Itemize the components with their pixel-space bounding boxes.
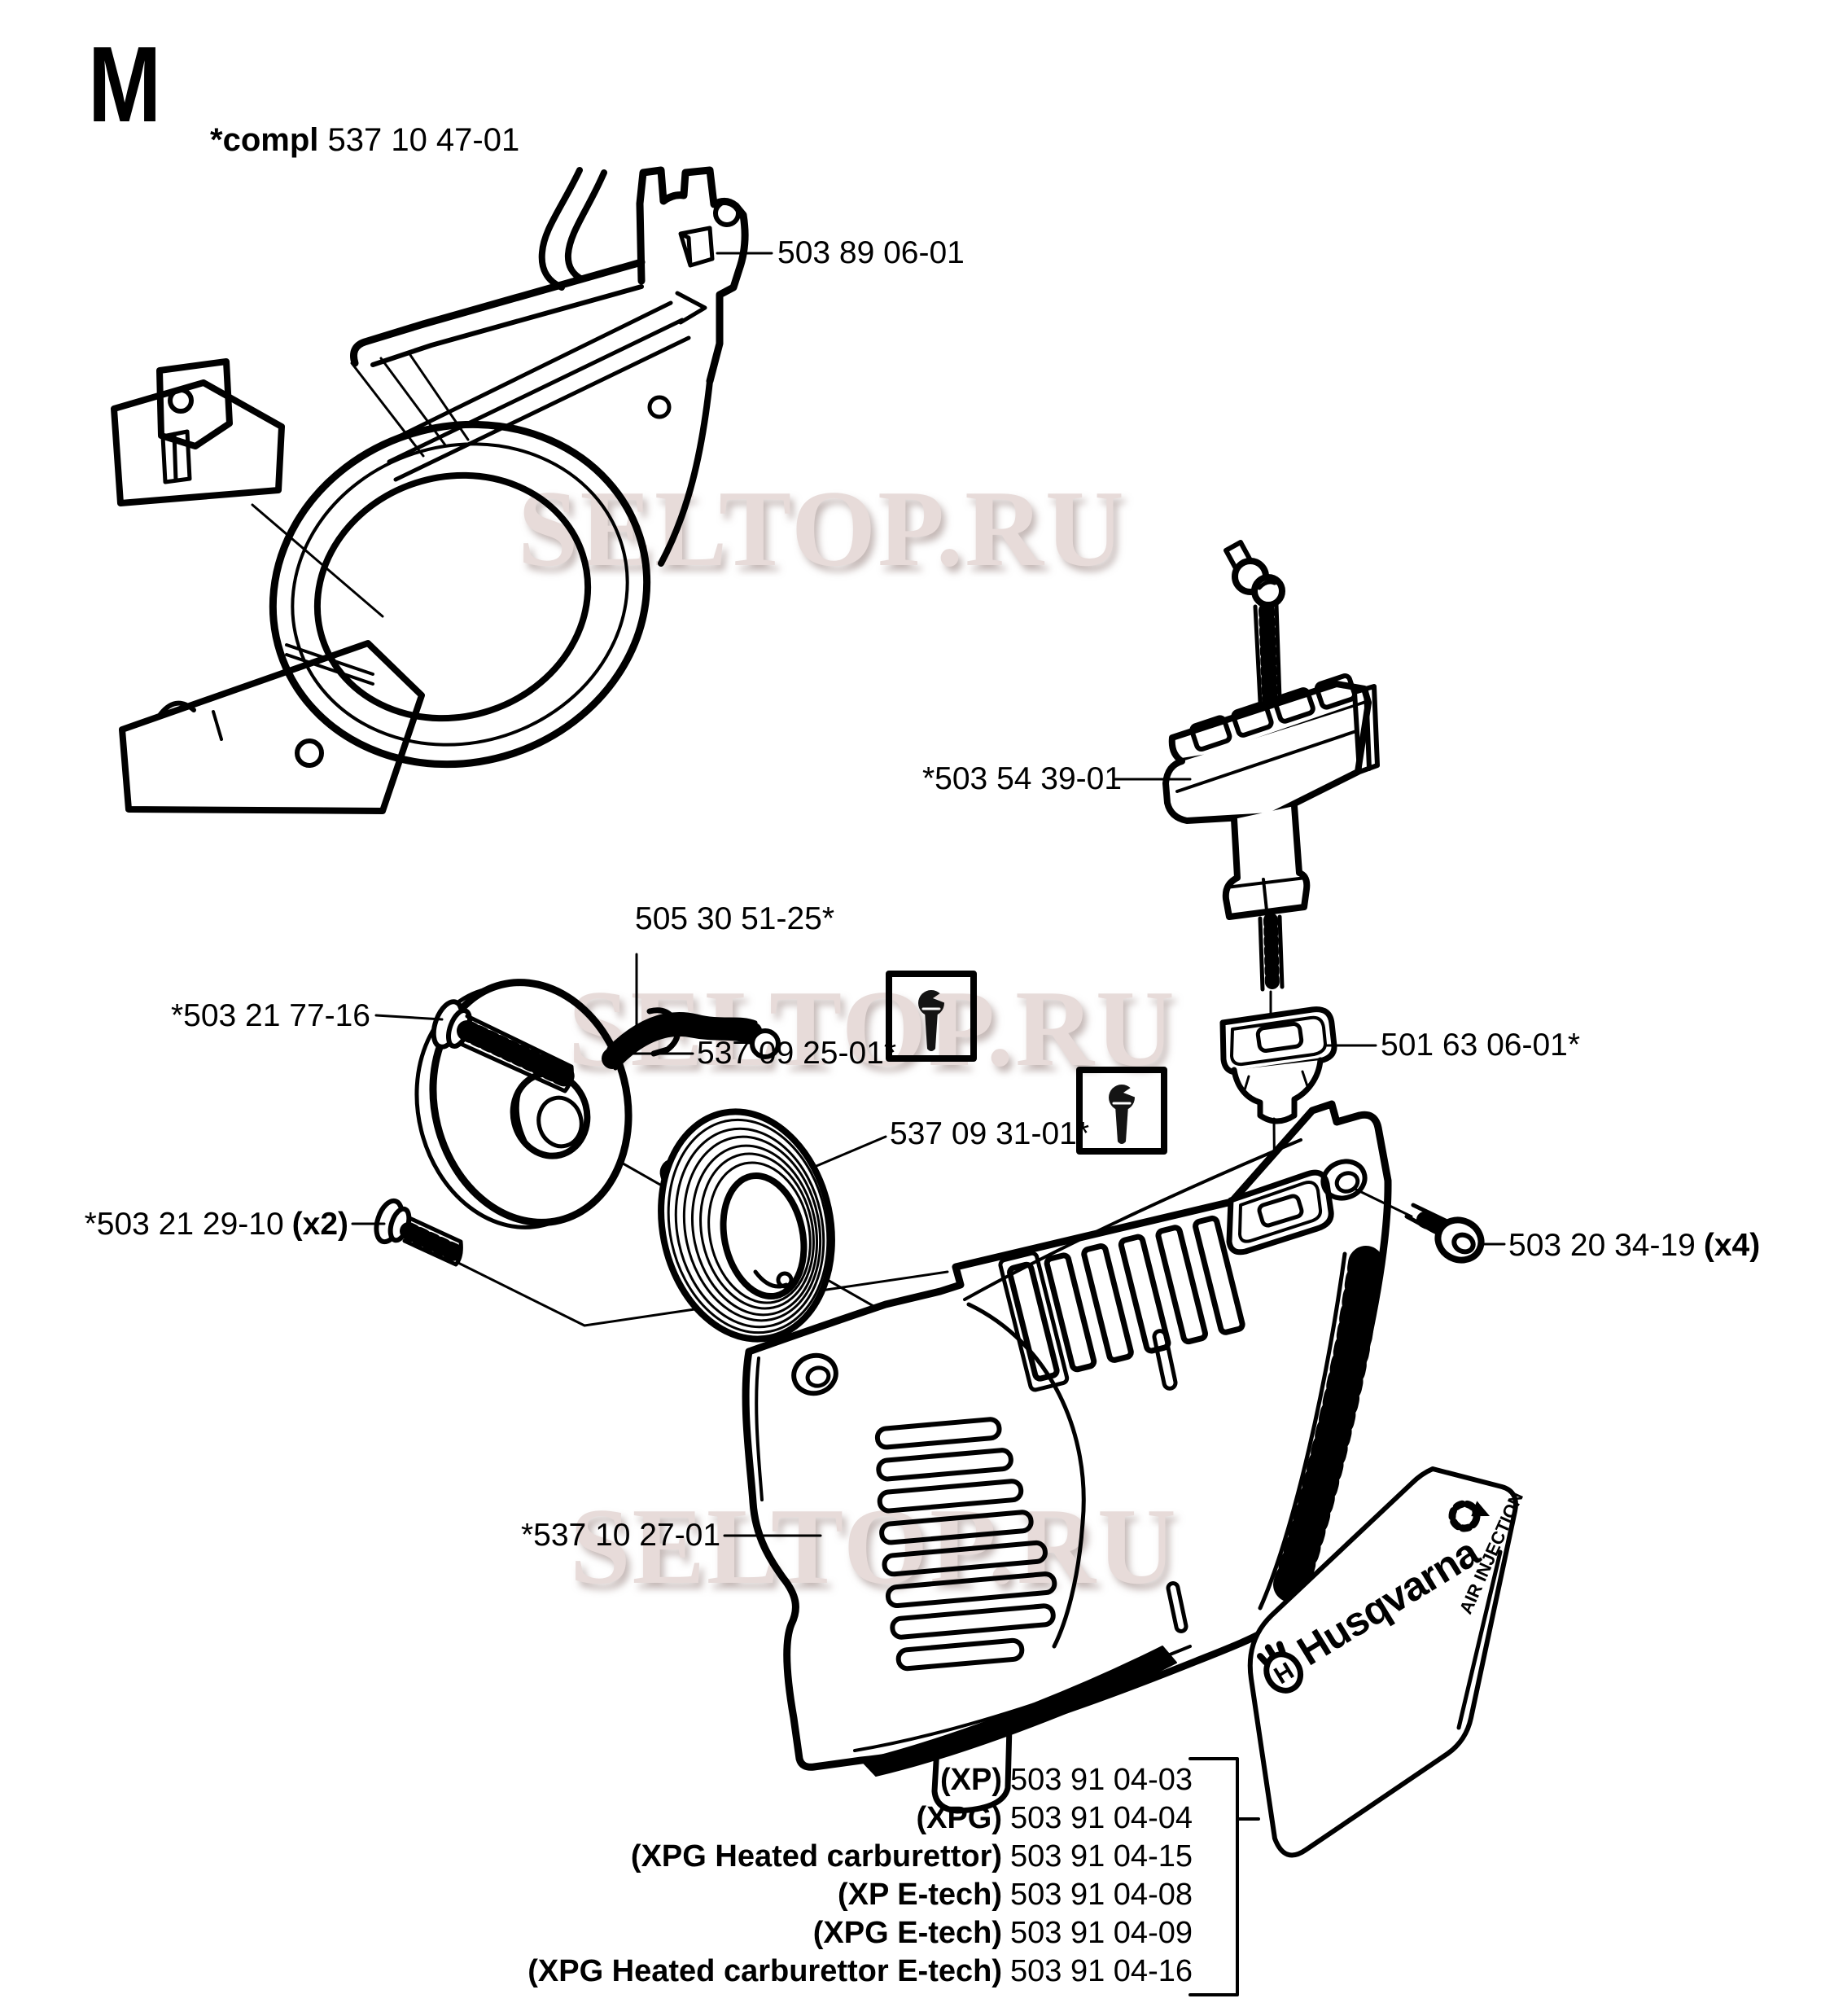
variant-name: (XPG Heated carburettor) — [630, 1839, 1003, 1874]
variant-name: (XP) — [940, 1763, 1003, 1797]
screw-cover-drawing — [1404, 1203, 1485, 1264]
part-label-recoil-spring: 537 09 31-01* — [890, 1116, 1090, 1151]
table-row: (XPG Heated carburettor)503 91 04-15 — [631, 1839, 1193, 1874]
table-row: (XPG Heated carburettor E-tech)503 91 04… — [527, 1954, 1193, 1989]
leader-lines — [351, 252, 1506, 1537]
variant-name: (XPG Heated carburettor E-tech) — [527, 1954, 1003, 1988]
variant-name: (XP E-tech) — [838, 1878, 1003, 1912]
part-qty: (x4) — [1703, 1228, 1761, 1263]
screw-leader-line — [457, 1261, 949, 1327]
rope-guide-drawing — [1219, 1006, 1337, 1218]
crankcase-drawing — [111, 166, 749, 814]
variant-part-number: 503 91 04-16 — [1010, 1954, 1193, 1988]
part-label-starter-rope: 505 30 51-25* — [635, 901, 835, 936]
screw-pulley-drawing — [431, 999, 576, 1093]
part-number: 503 20 34-19 — [1508, 1228, 1696, 1263]
variant-part-number: 503 91 04-04 — [1010, 1801, 1193, 1835]
starter-cover-drawing — [742, 1100, 1392, 1814]
watermark: SELTOP.RU — [518, 468, 1126, 589]
part-label-screw-spring: *503 21 29-10(x2) — [85, 1207, 348, 1242]
part-label-crankcase: 503 89 06-01 — [777, 235, 965, 270]
watermark: SELTOP.RU — [568, 968, 1176, 1089]
table-row: (XP E-tech)503 91 04-08 — [838, 1878, 1193, 1913]
circular-arrow-icon — [1448, 1500, 1491, 1532]
variant-part-number: 503 91 04-08 — [1010, 1878, 1193, 1912]
watermark: SELTOP.RU — [570, 1486, 1178, 1606]
assembly-number: *compl 537 10 47-01 — [210, 122, 519, 159]
table-row: (XP)503 91 04-03 — [940, 1763, 1193, 1798]
screw-spring-drawing — [374, 1198, 463, 1267]
table-row: (XPG)503 91 04-04 — [916, 1801, 1193, 1836]
part-label-screw-pulley: *503 21 77-16 — [170, 998, 370, 1033]
husqvarna-decal-drawing: H Husqvarna AIR INJECTION — [1247, 1466, 1527, 1858]
compl-prefix: *compl — [210, 122, 319, 158]
variant-part-number: 503 91 04-09 — [1010, 1916, 1193, 1950]
variant-part-number: 503 91 04-03 — [1010, 1763, 1193, 1797]
variant-name: (XPG E-tech) — [812, 1916, 1003, 1950]
part-label-screw-cover: 503 20 34-19(x4) — [1508, 1228, 1760, 1264]
variant-part-number: 503 91 04-15 — [1010, 1839, 1193, 1874]
section-letter: M — [88, 24, 162, 144]
compl-number: 537 10 47-01 — [318, 122, 520, 158]
service-tool-box-2 — [1076, 1067, 1167, 1155]
wrench-icon — [1109, 1079, 1144, 1144]
variants-bracket — [1188, 1757, 1260, 1996]
part-label-starter-cover: *537 10 27-01 — [521, 1518, 721, 1553]
service-tool-box-1 — [886, 971, 977, 1062]
part-qty: (x2) — [291, 1207, 348, 1242]
starter-handle-drawing — [1162, 540, 1380, 1021]
part-label-handle: *503 54 39-01 — [922, 761, 1123, 796]
part-number: *503 21 29-10 — [84, 1207, 284, 1242]
part-label-rope-guide: 501 63 06-01* — [1381, 1028, 1581, 1063]
wrench-icon — [918, 984, 953, 1051]
variant-name: (XPG) — [916, 1801, 1003, 1835]
recoil-spring-drawing — [658, 1108, 835, 1343]
table-row: (XPG E-tech)503 91 04-09 — [813, 1916, 1193, 1951]
part-label-pulley: 537 09 25-01* — [697, 1036, 897, 1071]
